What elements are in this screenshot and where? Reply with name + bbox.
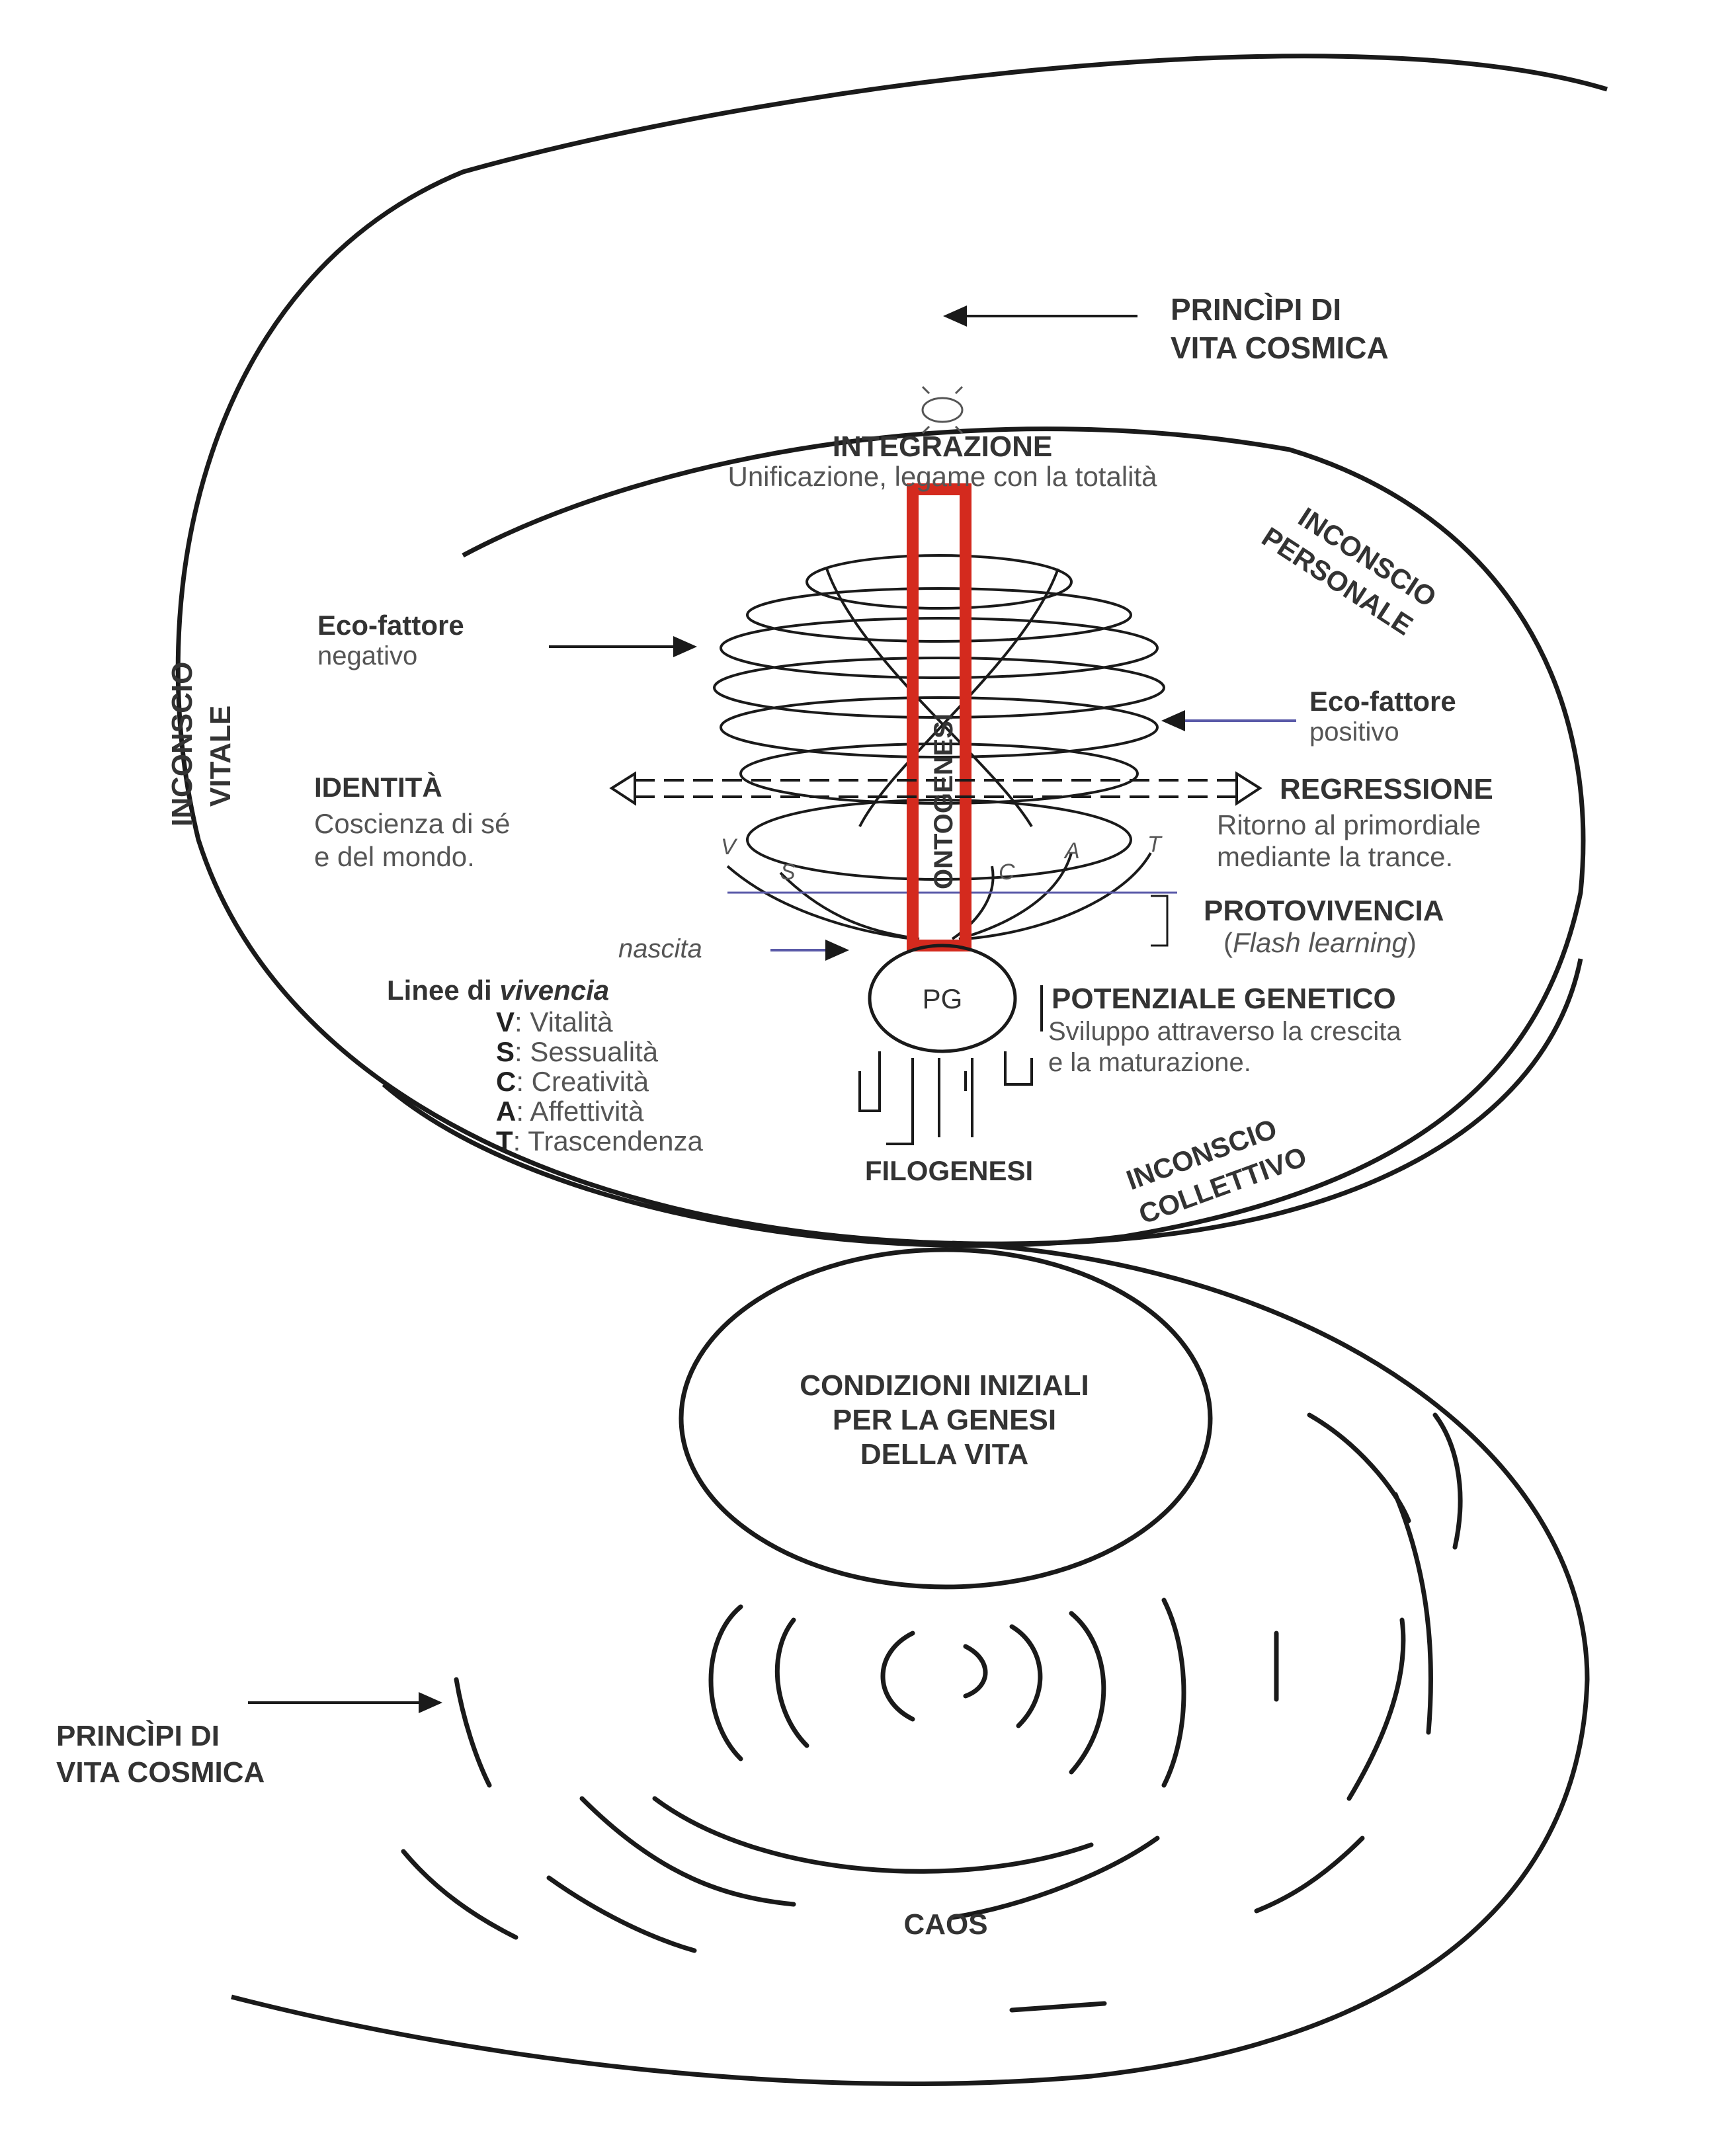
sun-icon bbox=[921, 385, 964, 434]
identita-regressione-arrow bbox=[609, 771, 1262, 806]
linee-item-v: V: Vitalità bbox=[496, 1006, 613, 1037]
protovivencia-title: PROTOVIVENCIA bbox=[1204, 895, 1444, 927]
linee-list: V: Vitalità S: Sessualità C: Creatività … bbox=[496, 1006, 703, 1156]
top-cosmic-label-2: VITA COSMICA bbox=[1171, 331, 1389, 365]
condizioni-circle bbox=[679, 1247, 1213, 1590]
condizioni-line3: DELLA VITA bbox=[860, 1438, 1028, 1471]
curve-letter-c: C bbox=[999, 860, 1015, 885]
top-cosmic-label-1: PRINCÌPI DI bbox=[1171, 292, 1341, 327]
protovivencia-bracket bbox=[1151, 895, 1169, 947]
integrazione-title: INTEGRAZIONE bbox=[833, 430, 1052, 463]
identita-title: IDENTITÀ bbox=[314, 772, 442, 803]
arrows bbox=[248, 305, 1296, 1713]
linee-item-a: A: Affettività bbox=[496, 1096, 644, 1127]
helix-curves bbox=[713, 554, 1165, 940]
pg-label: PG bbox=[923, 983, 963, 1014]
regressione-line2: mediante la trance. bbox=[1217, 841, 1453, 872]
linee-item-s: S: Sessualità bbox=[496, 1036, 659, 1067]
inconscio-vitale-2: VITALE bbox=[204, 706, 237, 807]
identita-line2: e del mondo. bbox=[314, 841, 475, 872]
eco-positivo-title: Eco-fattore bbox=[1309, 686, 1456, 717]
bottom-cosmic-label-1: PRINCÌPI DI bbox=[56, 1719, 220, 1752]
curve-letter-a: A bbox=[1063, 838, 1080, 864]
integrazione-subtitle: Unificazione, legame con la totalità bbox=[727, 461, 1157, 492]
inner-ellipse-arc bbox=[382, 426, 1586, 1248]
nascita-label: nascita bbox=[618, 934, 702, 963]
chaos-swirl bbox=[401, 1412, 1463, 2013]
potenziale-title: POTENZIALE GENETICO bbox=[1052, 983, 1396, 1015]
pg-circle bbox=[868, 944, 1017, 1053]
curve-letter-t: T bbox=[1147, 832, 1163, 857]
eco-positivo-subtitle: positivo bbox=[1309, 717, 1399, 747]
bottom-cosmic-label-2: VITA COSMICA bbox=[56, 1756, 265, 1789]
curve-letter-s: S bbox=[780, 860, 796, 885]
inconscio-vitale-1: INCONSCIO bbox=[166, 662, 198, 827]
protovivencia-subtitle: (Flash learning) bbox=[1223, 927, 1417, 958]
eco-negativo-title: Eco-fattore bbox=[317, 610, 464, 641]
linee-title: Linee di vivencia bbox=[387, 975, 609, 1006]
eco-negativo-subtitle: negativo bbox=[317, 641, 417, 670]
identita-line1: Coscienza di sé bbox=[314, 808, 510, 839]
potenziale-line2: e la maturazione. bbox=[1048, 1048, 1251, 1077]
regressione-title: REGRESSIONE bbox=[1280, 773, 1493, 805]
ontogenesi-label: ONTOGENESI bbox=[929, 713, 958, 889]
caos-label: CAOS bbox=[903, 1908, 987, 1941]
linee-item-t: T: Trascendenza bbox=[496, 1125, 703, 1156]
root-lines bbox=[858, 1051, 1033, 1145]
potenziale-line1: Sviluppo attraverso la crescita bbox=[1048, 1017, 1401, 1046]
linee-item-c: C: Creatività bbox=[496, 1066, 649, 1097]
curve-letter-v: V bbox=[721, 834, 738, 860]
cosmic-spiral bbox=[175, 54, 1608, 2087]
regressione-line1: Ritorno al primordiale bbox=[1217, 809, 1481, 840]
condizioni-line2: PER LA GENESI bbox=[833, 1404, 1056, 1436]
filogenesi-label: FILOGENESI bbox=[865, 1155, 1033, 1186]
condizioni-line1: CONDIZIONI INIZIALI bbox=[800, 1369, 1089, 1402]
